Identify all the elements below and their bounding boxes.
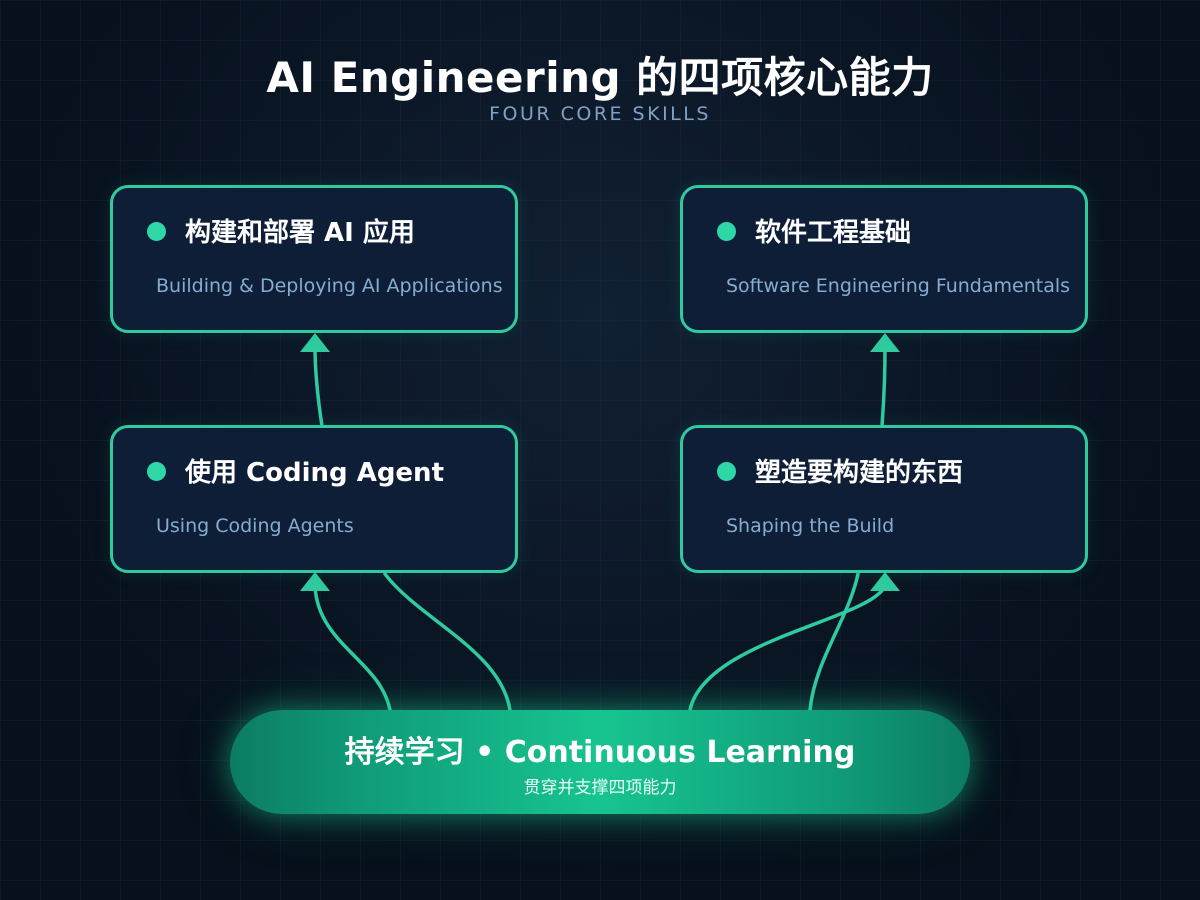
bullet-dot-icon [717, 462, 736, 481]
card-software-engineering: 软件工程基础 Software Engineering Fundamentals [680, 185, 1088, 333]
connector-learning-to-shaping [688, 584, 887, 712]
foundation-title: 持续学习 • Continuous Learning [344, 735, 856, 770]
connector-learning-to-coding-secondary [383, 572, 512, 712]
arrowhead-icon [870, 572, 900, 591]
card-subtitle: Software Engineering Fundamentals [726, 275, 1071, 297]
card-title: 构建和部署 AI 应用 [185, 218, 415, 248]
connector-learning-to-coding [313, 584, 392, 712]
card-coding-agent: 使用 Coding Agent Using Coding Agents [110, 425, 518, 573]
page-subtitle: FOUR CORE SKILLS [489, 103, 711, 125]
connector-learning-to-shaping-secondary [808, 572, 860, 712]
arrowhead-icon [300, 333, 330, 352]
card-subtitle: Building & Deploying AI Applications [156, 275, 503, 297]
page-title: AI Engineering 的四项核心能力 [266, 53, 934, 102]
foundation-subtitle: 贯穿并支撑四项能力 [523, 778, 677, 798]
foundation-continuous-learning: 持续学习 • Continuous Learning 贯穿并支撑四项能力 [230, 710, 970, 814]
card-subtitle: Shaping the Build [726, 515, 895, 537]
bullet-dot-icon [147, 222, 166, 241]
connector-coding-to-deploy [313, 344, 324, 428]
arrowhead-icon [300, 572, 330, 591]
card-build-deploy: 构建和部署 AI 应用 Building & Deploying AI Appl… [110, 185, 518, 333]
arrowhead-icon [870, 333, 900, 352]
card-title: 塑造要构建的东西 [755, 458, 964, 488]
card-subtitle: Using Coding Agents [156, 515, 354, 537]
card-shaping-build: 塑造要构建的东西 Shaping the Build [680, 425, 1088, 573]
card-title: 软件工程基础 [755, 218, 912, 248]
bullet-dot-icon [717, 222, 736, 241]
connector-shaping-to-software [880, 344, 887, 428]
card-title: 使用 Coding Agent [185, 458, 444, 488]
bullet-dot-icon [147, 462, 166, 481]
